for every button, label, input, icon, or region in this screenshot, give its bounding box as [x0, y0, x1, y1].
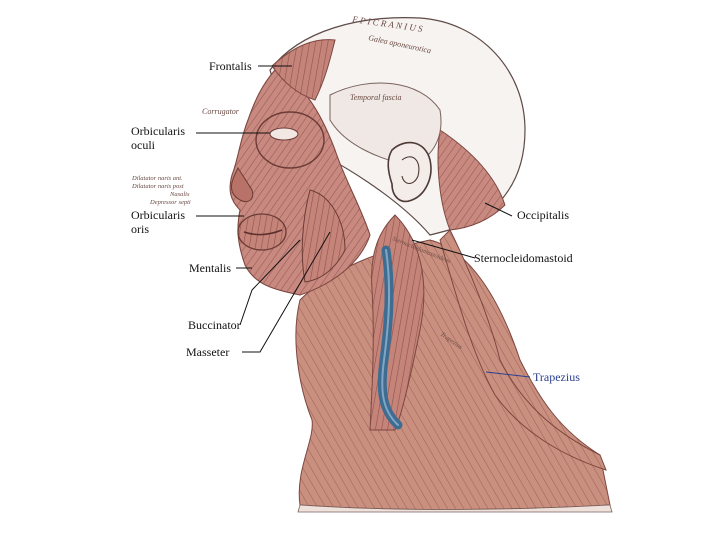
trapezius-muscle	[439, 229, 607, 471]
leader-masseter	[242, 231, 331, 353]
label-frontalis: Frontalis	[209, 59, 252, 73]
engraved-dilatator-ant: Dilatator naris ant.	[131, 175, 183, 182]
masseter-muscle	[301, 189, 346, 283]
label-occipitalis: Occipitalis	[517, 208, 569, 222]
label-orbicularis-oculi: Orbicularis oculi	[131, 124, 185, 152]
mouth-line	[243, 229, 283, 236]
leader-buccinator	[239, 239, 301, 326]
engraved-temporal-fascia: Temporal fascia	[350, 93, 402, 102]
nose	[231, 166, 254, 203]
engraved-dilatator-post: Dilatator naris post	[131, 183, 184, 190]
engraved-corrugator: Corrugator	[202, 107, 240, 116]
leader-occipitalis	[484, 202, 513, 217]
label-trapezius: Trapezius	[533, 370, 580, 384]
shoulder-base	[297, 504, 613, 513]
leader-trapezius	[485, 371, 531, 378]
label-mentalis: Mentalis	[189, 261, 231, 275]
eye-opening	[269, 127, 299, 141]
engraved-depressor-septi: Depressor septi	[149, 199, 191, 206]
engraved-nasalis: Nasalis	[169, 191, 190, 198]
label-orbicularis-oris: Orbicularis oris	[131, 208, 185, 236]
label-buccinator: Buccinator	[188, 318, 241, 332]
frontalis-muscle	[271, 39, 336, 101]
ear	[387, 141, 432, 203]
label-masseter: Masseter	[186, 345, 230, 359]
orbicularis-oris-ring	[237, 213, 287, 251]
label-sternocleidomastoid: Sternocleidomastoid	[474, 251, 573, 265]
leader-sternocleidomastoid	[411, 239, 476, 259]
orbicularis-oculi-ring	[255, 111, 325, 169]
